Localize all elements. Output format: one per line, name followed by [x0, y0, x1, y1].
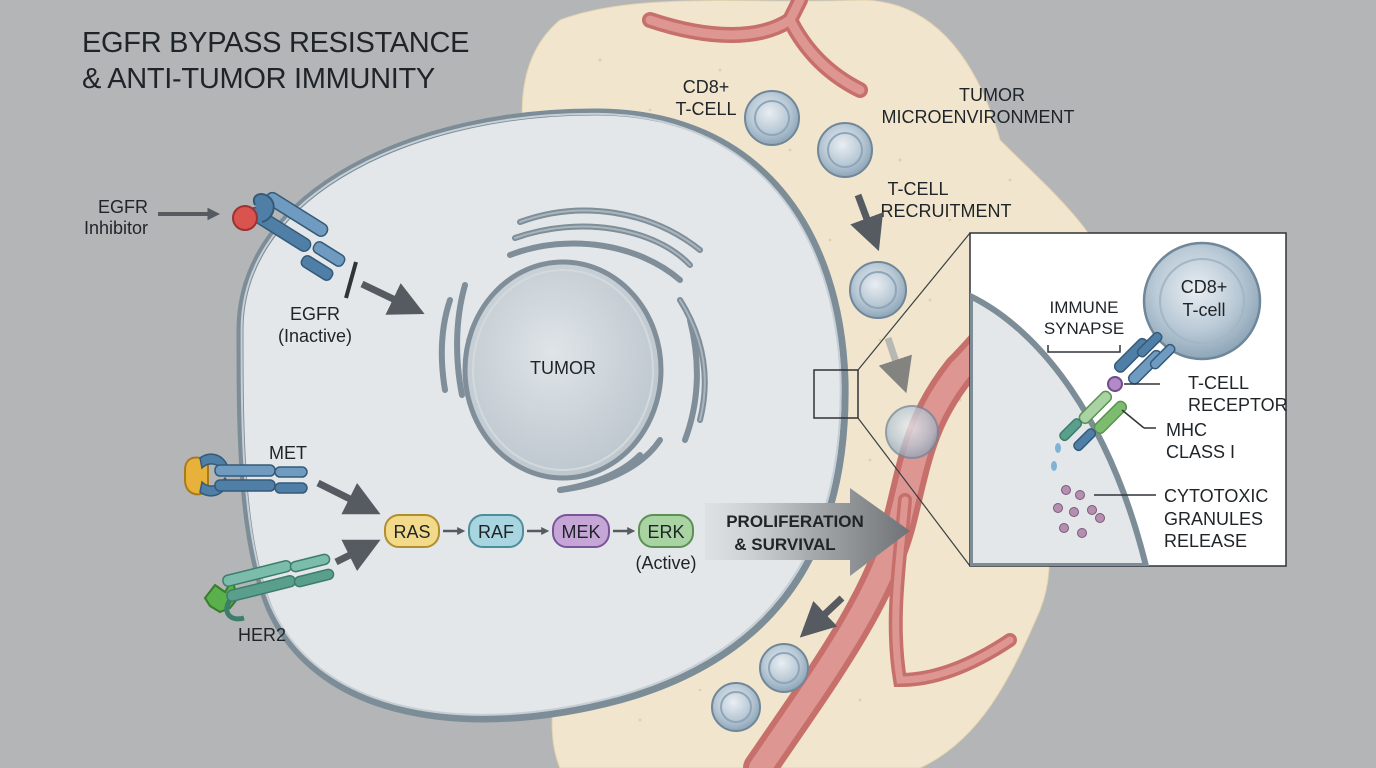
recruitment-arrow-1 [850, 193, 884, 252]
proliferation-label-1: PROLIFERATION [726, 512, 864, 531]
erk-node [638, 514, 694, 548]
zoom-connector-top [857, 232, 971, 371]
her2-label: HER2 [238, 625, 286, 645]
mhc-label-1: MHC [1166, 420, 1207, 440]
proliferation-arrow [705, 488, 910, 576]
ras-label: RAS [393, 522, 430, 542]
blood-vessel-top-inner [645, 0, 865, 95]
egfr-receptor [248, 191, 346, 281]
blocked-signal-arrow [360, 280, 425, 315]
pathway-mek: MEK [552, 514, 610, 548]
inhibition-bar [344, 261, 358, 299]
recruitment-arrow-2 [878, 336, 912, 394]
cd8-tcell-label-1: CD8+ [683, 77, 730, 97]
nucleus [462, 259, 664, 481]
title-line-1: EGFR BYPASS RESISTANCE [82, 27, 469, 59]
erk-label: ERK [647, 522, 684, 542]
proliferation-label-2: & SURVIVAL [734, 535, 835, 554]
tumor-label: TUMOR [530, 358, 596, 378]
tcr-label-2: RECEPTOR [1188, 395, 1288, 415]
mek-label: MEK [561, 522, 600, 542]
egfr-inactive-label-1: EGFR [290, 304, 340, 324]
immune-synapse-inset: CD8+ T-cell IMMUNE SYNAPSE T-CELL RECEPT… [969, 232, 1288, 567]
mek-node [552, 514, 610, 548]
ras-node [384, 514, 440, 548]
egfr-inhibitor-label-2: Inhibitor [84, 218, 148, 238]
tcell [817, 122, 873, 178]
synapse-bracket [1047, 345, 1121, 353]
granule-droplets [1051, 443, 1061, 471]
egress-arrow [799, 595, 845, 638]
blood-vessel-branch-inner [892, 496, 1014, 684]
title-line-2: & ANTI-TUMOR IMMUNITY [82, 63, 435, 95]
met-signal-arrow [316, 479, 381, 515]
tcell [711, 682, 761, 732]
tcr-label-1: T-CELL [1188, 373, 1249, 393]
immune-synapse-label-2: SYNAPSE [1044, 319, 1124, 338]
er-membranes-light [514, 209, 706, 421]
mhc-leader [1121, 409, 1145, 429]
raf-node [468, 514, 524, 548]
tcell-recruitment-label-1: T-CELL [887, 179, 948, 199]
pathway-erk: ERK [638, 514, 694, 548]
tcell [885, 405, 939, 459]
egfr-inhibitor-molecule [232, 205, 258, 231]
mhc-label-2: CLASS I [1166, 442, 1235, 462]
egfr-inactive-label-2: (Inactive) [278, 326, 352, 346]
tme-label-2: MICROENVIRONMENT [882, 107, 1075, 127]
inset-cd8-label-1: CD8+ [1181, 277, 1228, 297]
met-receptor [184, 453, 308, 497]
pathway-ras: RAS [384, 514, 440, 548]
egfr-inhibitor-label-1: EGFR [98, 197, 148, 217]
pathway-raf: RAF [468, 514, 524, 548]
tcell [759, 643, 809, 693]
granules-label-2: GRANULES [1164, 509, 1263, 529]
tcells [711, 90, 939, 732]
granules-label-3: RELEASE [1164, 531, 1247, 551]
zoom-region [813, 369, 859, 419]
tcr-mhc-complex [1059, 331, 1176, 452]
granules-label-1: CYTOTOXIC [1164, 486, 1268, 506]
her2-receptor [203, 553, 335, 622]
tcell [744, 90, 800, 146]
raf-label: RAF [478, 522, 514, 542]
met-label: MET [269, 443, 307, 463]
immune-synapse-label-1: IMMUNE [1050, 298, 1119, 317]
peptide-antigen [1107, 376, 1123, 392]
zoom-connector-bottom [857, 417, 971, 567]
tcell-recruitment-label-2: RECRUITMENT [881, 201, 1012, 221]
cytotoxic-granules [1053, 485, 1105, 538]
her2-signal-arrow [334, 539, 381, 572]
tme-label-1: TUMOR [959, 85, 1025, 105]
inset-cd8-label-2: T-cell [1182, 300, 1225, 320]
erk-active-label: (Active) [635, 553, 696, 573]
cd8-tcell-label-2: T-CELL [675, 99, 736, 119]
nucleus-inner-ring [472, 269, 654, 471]
tcell [849, 261, 907, 319]
